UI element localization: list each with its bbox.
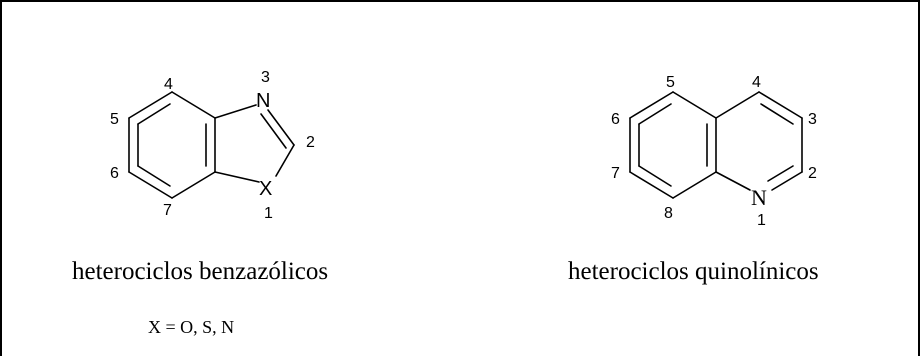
position-6: 6 [611,111,620,128]
atom-x1: X [259,178,272,200]
bond [171,91,216,119]
bond [715,91,760,119]
bond [672,171,717,199]
substituent-note: X = O, S, N [148,317,235,337]
quinoline-structure: N 1 2 3 4 5 6 7 8 [611,74,817,229]
atom-n1: N [751,185,767,210]
position-6: 6 [110,165,119,182]
bond [715,171,751,191]
bond [214,171,260,183]
bond [629,91,674,119]
position-1: 1 [264,205,273,222]
double-bond [137,103,171,125]
bond [267,109,295,146]
position-2: 2 [808,165,817,182]
double-bond [638,165,672,187]
double-bond [260,113,287,149]
bond [128,91,173,119]
atom-n3: N [256,90,270,112]
bond [758,91,803,119]
bond [275,144,295,177]
position-5: 5 [110,111,119,128]
position-4: 4 [164,76,173,93]
position-2: 2 [306,134,315,151]
bond [128,171,173,199]
benzazole-caption: heterociclos benzazólicos [72,258,329,285]
double-bond [638,103,672,125]
position-4: 4 [752,74,761,91]
bond [672,91,717,119]
double-bond [760,103,794,125]
double-bond [767,165,794,182]
position-5: 5 [666,74,675,91]
double-bond [137,165,171,187]
position-7: 7 [163,202,172,219]
quinoline-caption: heterociclos quinolínicos [568,258,819,285]
position-7: 7 [611,165,620,182]
position-3: 3 [808,111,817,128]
bond [629,171,674,199]
position-3: 3 [261,69,270,86]
position-8: 8 [664,205,673,222]
bond [171,171,216,199]
position-1: 1 [757,212,766,229]
bond [771,171,803,191]
benzazole-structure: N X 1 2 3 4 5 6 7 [110,69,315,222]
bond [214,104,257,119]
